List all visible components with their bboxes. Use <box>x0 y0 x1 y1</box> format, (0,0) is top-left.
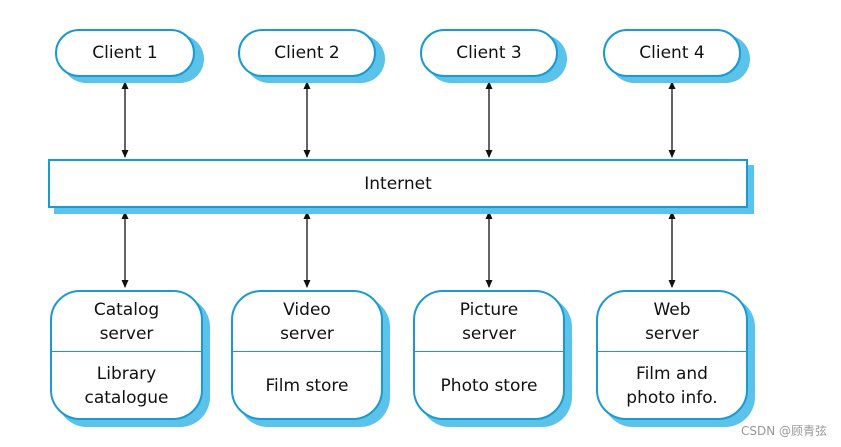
client-3-label: Client 3 <box>456 43 522 63</box>
client-1-label: Client 1 <box>92 43 158 63</box>
video-server-box: Video server Film store <box>231 290 383 420</box>
picture-server-divider <box>415 351 563 352</box>
catalog-server-content: Library catalogue <box>84 363 169 408</box>
client-3-box: Client 3 <box>420 29 558 77</box>
video-server-content: Film store <box>265 375 349 396</box>
picture-server-content: Photo store <box>440 375 538 396</box>
catalog-server-divider <box>52 351 201 352</box>
video-server-name: Video server <box>280 299 334 344</box>
web-server-name: Web server <box>645 299 699 344</box>
client-2-box: Client 2 <box>238 29 376 77</box>
client-4-box: Client 4 <box>603 29 741 77</box>
client-2-label: Client 2 <box>274 43 340 63</box>
catalog-server-box: Catalog server Library catalogue <box>50 290 203 420</box>
video-server-divider <box>233 351 381 352</box>
internet-box: Internet <box>48 159 748 208</box>
web-server-content: Film and photo info. <box>626 363 718 408</box>
client-4-label: Client 4 <box>639 43 705 63</box>
watermark: CSDN @顾青弦 <box>740 424 827 438</box>
web-server-box: Web server Film and photo info. <box>596 290 748 420</box>
web-server-divider <box>598 351 746 352</box>
catalog-server-name: Catalog server <box>93 299 160 344</box>
picture-server-name: Picture server <box>459 299 519 344</box>
internet-label: Internet <box>364 173 432 194</box>
picture-server-box: Picture server Photo store <box>413 290 565 420</box>
client-1-box: Client 1 <box>55 29 195 77</box>
